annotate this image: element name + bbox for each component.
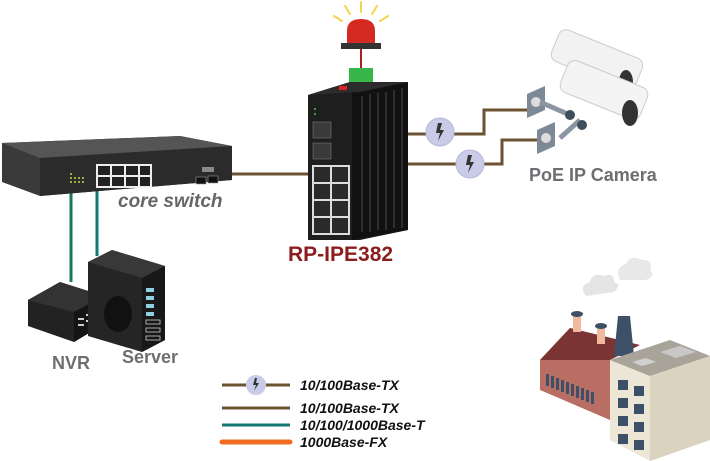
server-icon <box>88 250 165 352</box>
core-switch-label: core switch <box>118 191 223 212</box>
server-label: Server <box>122 347 179 367</box>
factory-icon <box>540 257 710 461</box>
link-device-to-camera-2 <box>408 138 540 166</box>
industrial-switch-icon <box>308 82 408 240</box>
legend-label-copper: 10/100Base-TX <box>300 400 399 416</box>
nvr-label: NVR <box>52 353 91 373</box>
poe-icon <box>425 117 455 147</box>
legend-label-poe: 10/100Base-TX <box>300 377 399 393</box>
poe-icon <box>455 149 485 179</box>
camera-label: PoE IP Camera <box>529 165 657 185</box>
legend-label-fiber: 1000Base-FX <box>300 434 388 450</box>
core-switch-icon <box>2 136 232 196</box>
ip-camera-icon <box>527 29 644 120</box>
ip-camera-icon <box>537 60 649 154</box>
device-name-label: RP-IPE382 <box>288 243 394 266</box>
legend-label-gigabit: 10/100/1000Base-T <box>300 417 425 433</box>
legend-swatches <box>219 375 293 445</box>
alarm-beacon-icon <box>333 1 389 82</box>
